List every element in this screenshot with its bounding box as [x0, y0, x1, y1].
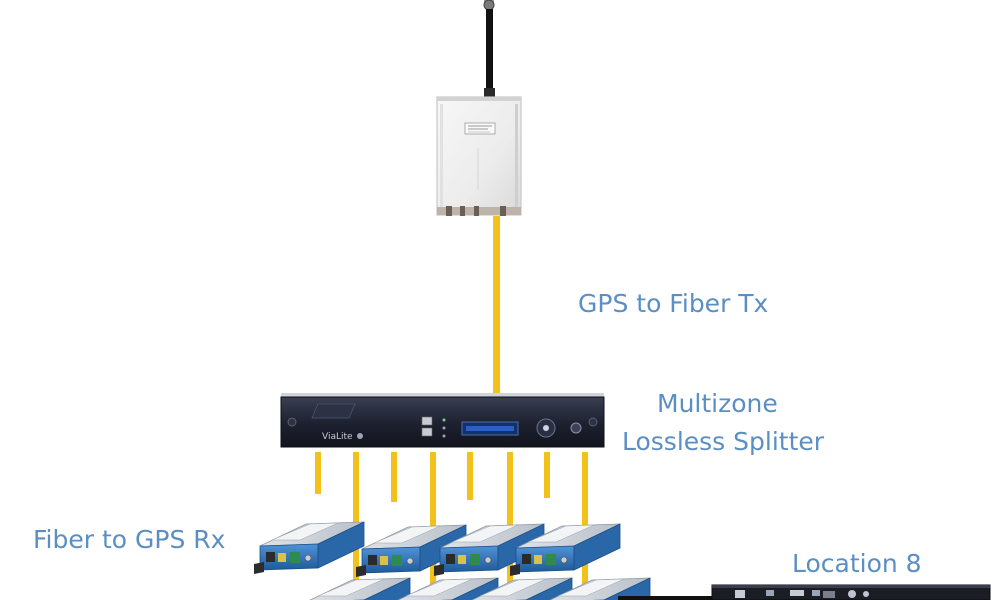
fiber-drop [391, 452, 397, 502]
fiber-receiver-module-icon [299, 577, 411, 600]
fiber-drop [467, 452, 473, 500]
splitter-rack-unit-icon: ViaLite [280, 393, 605, 448]
fiber-receiver-module-icon [253, 521, 365, 575]
multizone-label-line1: Multizone [657, 389, 778, 418]
location-8-link [618, 596, 714, 600]
gps-to-fiber-transmitter-icon [436, 96, 522, 216]
multizone-label-line2: Lossless Splitter [622, 427, 825, 456]
gps-antenna-icon [483, 0, 495, 97]
fiber-drop [315, 452, 321, 494]
location-rack-unit-icon [711, 584, 991, 600]
fiber-link-tx-to-splitter [493, 216, 500, 394]
location-8-label: Location 8 [792, 549, 922, 578]
gps-to-fiber-tx-label: GPS to Fiber Tx [578, 289, 769, 318]
fiber-drop [544, 452, 550, 498]
splitter-brand-label: ViaLite [322, 432, 353, 442]
fiber-to-gps-rx-label: Fiber to GPS Rx [33, 525, 226, 554]
